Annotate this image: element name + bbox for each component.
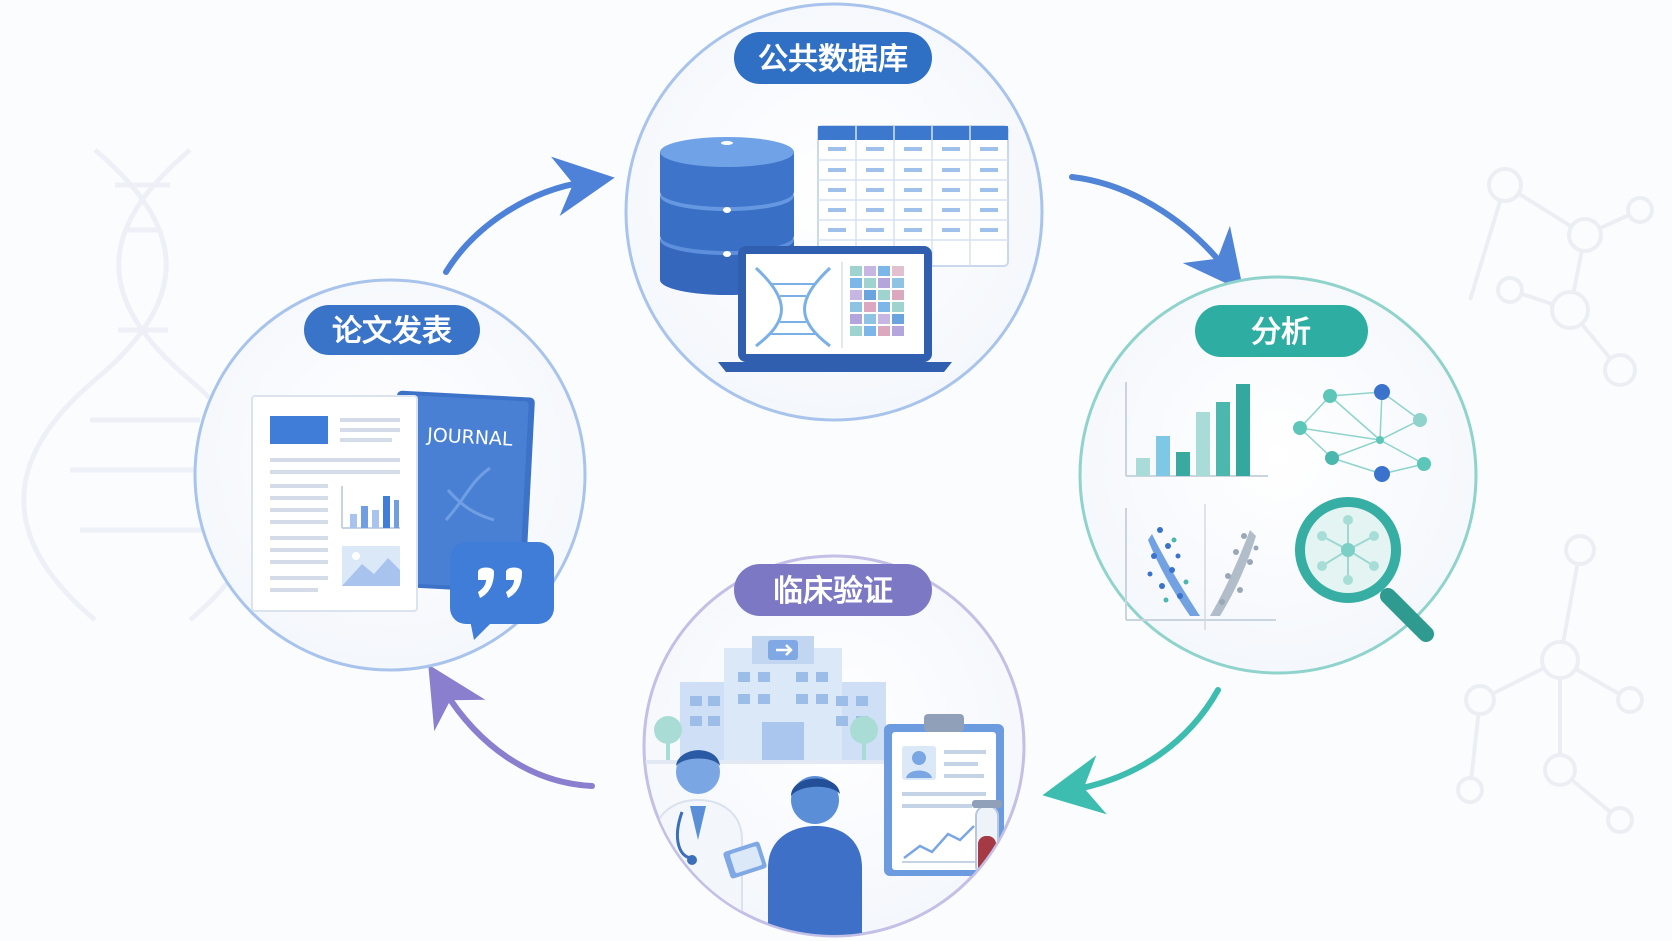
- clinical-label: 临床验证: [773, 574, 893, 609]
- analysis-label-pill: [1195, 305, 1368, 357]
- arrow-database-to-analysis: [1069, 174, 1244, 292]
- publication-label: 论文发表: [332, 314, 452, 349]
- volcano-plot-icon: [1125, 504, 1276, 630]
- magnifier-icon: [1295, 497, 1434, 642]
- dna-icon: [754, 266, 832, 348]
- analysis-label: 分析: [1251, 315, 1311, 350]
- laptop-icon: [718, 246, 952, 372]
- node-publication: JOURNAL: [193, 278, 587, 672]
- quote-bubble-icon: [450, 542, 554, 640]
- paper-chart-icon: [341, 486, 400, 529]
- test-tube-icon: [972, 800, 1002, 877]
- arrow-publication-to-database: [443, 156, 615, 275]
- node-analysis: 分析: [1078, 275, 1478, 675]
- clipboard-report-icon: [884, 714, 1004, 876]
- paper-icon: [251, 395, 418, 612]
- clinical-label-pill: [734, 564, 932, 616]
- bar-chart-icon: [1125, 382, 1268, 477]
- hospital-icon: [645, 636, 900, 764]
- paper-image-icon: [342, 546, 400, 586]
- arrow-analysis-to-clinical: [1042, 687, 1221, 815]
- patient-icon: [768, 776, 862, 935]
- journal-cover-text: JOURNAL: [426, 424, 514, 451]
- heatmap-icon: [850, 266, 904, 336]
- node-clinical: 临床验证: [642, 554, 1026, 938]
- data-table-icon: [817, 125, 1009, 267]
- node-database: 公共数据库: [624, 2, 1044, 422]
- background-molecule-icon: [1456, 167, 1654, 834]
- database-label-pill: [734, 32, 932, 84]
- network-graph-icon: [1293, 384, 1431, 482]
- database-label: 公共数据库: [758, 42, 908, 77]
- arrow-clinical-to-publication: [428, 664, 595, 789]
- publication-label-pill: [304, 305, 480, 355]
